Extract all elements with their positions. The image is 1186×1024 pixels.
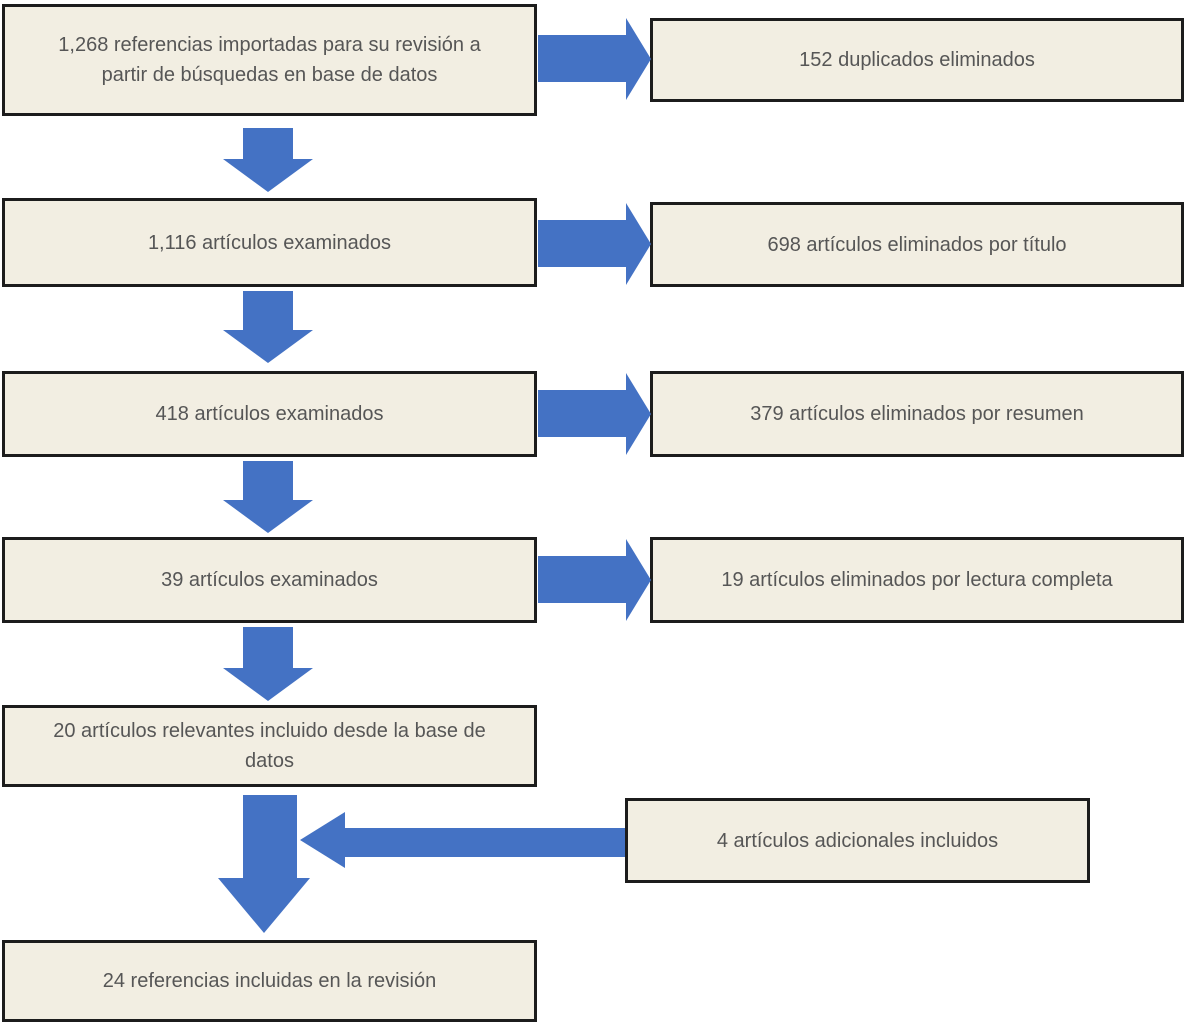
box-additional-included: 4 artículos adicionales incluidos: [625, 798, 1090, 883]
left-arrow-icon: [300, 812, 625, 868]
right-arrow-icon: [538, 203, 651, 285]
right-arrow-icon: [538, 539, 651, 621]
box-fulltext-screened: 39 artículos examinados: [2, 537, 537, 623]
right-arrow-icon: [538, 373, 651, 455]
box-database-included: 20 artículos relevantes incluido desde l…: [2, 705, 537, 787]
box-final-included: 24 referencias incluidas en la revisión: [2, 940, 537, 1022]
box-fulltext-removed: 19 artículos eliminados por lectura comp…: [650, 537, 1184, 623]
box-abstract-screened: 418 artículos examinados: [2, 371, 537, 457]
box-abstract-removed: 379 artículos eliminados por resumen: [650, 371, 1184, 457]
right-arrow-icon: [538, 18, 651, 100]
down-arrow-icon: [223, 291, 313, 363]
box-imported-references: 1,268 referencias importadas para su rev…: [2, 4, 537, 116]
down-arrow-icon: [223, 627, 313, 701]
big-down-arrow-icon: [218, 795, 310, 933]
down-arrow-icon: [223, 461, 313, 533]
box-title-screened: 1,116 artículos examinados: [2, 198, 537, 287]
box-title-removed: 698 artículos eliminados por título: [650, 202, 1184, 287]
box-duplicates-removed: 152 duplicados eliminados: [650, 18, 1184, 102]
down-arrow-icon: [223, 128, 313, 192]
